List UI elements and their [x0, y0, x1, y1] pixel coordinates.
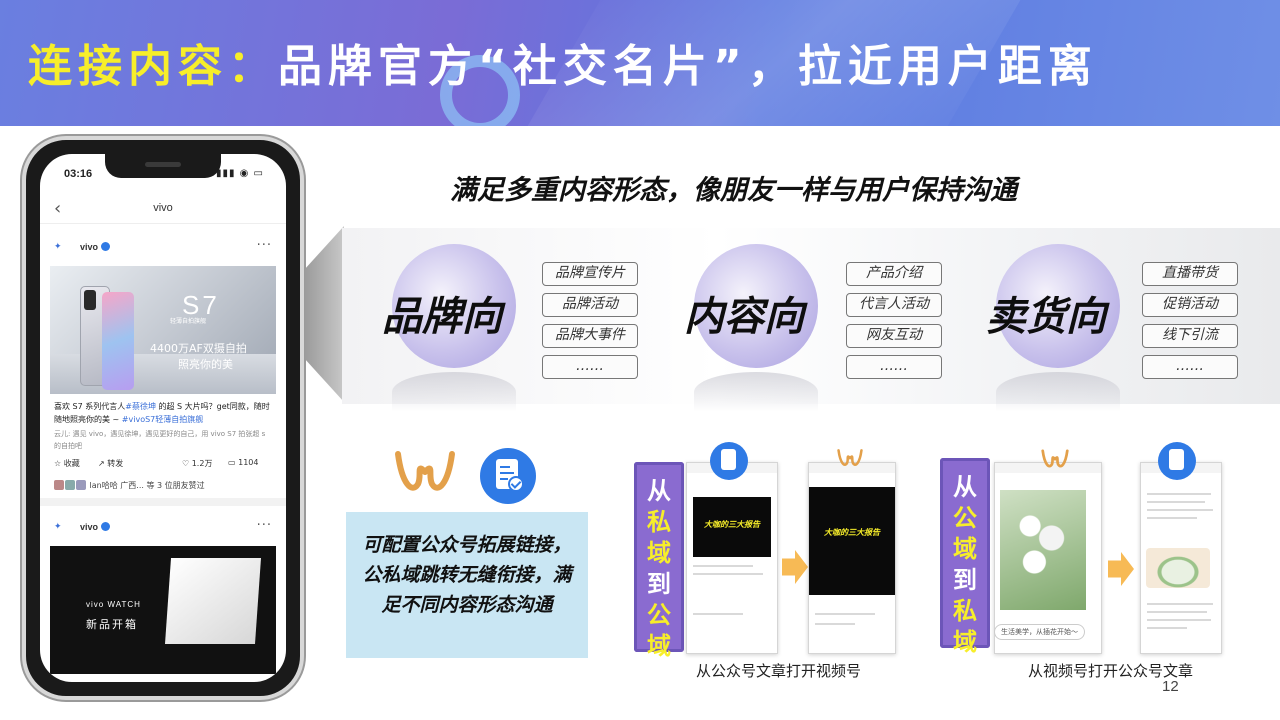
home-indicator[interactable] — [118, 670, 208, 674]
signal-icon: ▮▮▮ ◉ ▭ — [215, 168, 264, 179]
feed-divider — [40, 498, 286, 506]
more-icon[interactable]: ··· — [256, 238, 272, 253]
tag-item: 品牌大事件 — [542, 324, 638, 348]
section-subtitle: 满足多重内容形态，像朋友一样与用户保持沟通 — [450, 175, 1017, 206]
tag-item: …… — [846, 355, 942, 379]
post-header: ✦ vivo ··· — [40, 234, 286, 262]
tag-item: 品牌宣传片 — [542, 262, 638, 286]
banner-line1: 4400万AF双摄自拍 — [150, 342, 247, 355]
callout-connector — [304, 226, 344, 402]
food-image — [1146, 548, 1210, 588]
banner-title: 新品开箱 — [86, 618, 138, 631]
header-banner: 连接内容：品牌官方“社交名片”，拉近用户距离 — [0, 0, 1280, 126]
tag-item: 品牌活动 — [542, 293, 638, 317]
tag-item: 代言人活动 — [846, 293, 942, 317]
post-author[interactable]: vivo — [80, 242, 111, 252]
category-tags: 产品介绍 代言人活动 网友互动 …… — [846, 262, 942, 386]
phone-product-image — [102, 292, 134, 390]
article-link-pill[interactable]: 生活美学，从插花开始～ — [994, 624, 1085, 640]
avatar — [65, 480, 75, 490]
wechat-channels-icon — [395, 451, 455, 491]
nav-title: vivo — [153, 202, 173, 214]
liked-by[interactable]: lan哈哈 广西... 等 3 位朋友赞过 — [54, 480, 205, 491]
official-account-icon — [710, 442, 748, 480]
page-title: 连接内容：品牌官方“社交名片”，拉近用户距离 — [28, 30, 1098, 94]
page-number: 12 — [1162, 678, 1179, 695]
banner-sub: 轻薄自拍旗舰 — [170, 318, 207, 325]
post-author[interactable]: vivo — [80, 522, 111, 532]
banner-line2: 照亮你的美 — [178, 358, 233, 371]
flow-caption: 从视频号打开公众号文章 — [1028, 662, 1194, 680]
flow-caption: 从公众号文章打开视频号 — [696, 662, 862, 680]
official-account-icon — [1158, 442, 1196, 480]
hashtag-link[interactable]: #vivoS7轻薄自拍旗舰 — [121, 415, 204, 424]
flow-label-private-to-public: 从 私 域 到 公 域 — [634, 462, 684, 660]
flow-label-public-to-private: 从 公 域 到 私 域 — [940, 458, 990, 656]
product-box-image — [164, 558, 262, 644]
status-time: 03:16 — [64, 168, 93, 180]
category-tags: 品牌宣传片 品牌活动 品牌大事件 …… — [542, 262, 638, 386]
banner-brand: vivo WATCH — [86, 600, 141, 609]
status-bar: 03:16 ▮▮▮ ◉ ▭ — [40, 154, 286, 188]
category-label: 卖货向 — [986, 294, 1106, 340]
tag-item: …… — [1142, 355, 1238, 379]
verified-icon — [101, 242, 111, 251]
phone-notch — [105, 154, 221, 178]
category-circle — [694, 244, 818, 368]
content-type-panel: 品牌向 品牌宣传片 品牌活动 品牌大事件 …… 内容向 产品介绍 代言人活动 网… — [342, 228, 1280, 412]
category-label: 内容向 — [684, 294, 804, 340]
post-video-banner[interactable]: S7 轻薄自拍旗舰 4400万AF双摄自拍 照亮你的美 — [50, 266, 276, 394]
save-button[interactable]: ☆ 收藏 — [54, 459, 80, 468]
more-icon[interactable]: ··· — [256, 518, 272, 533]
verified-icon — [101, 522, 111, 531]
share-button[interactable]: ↗ 转发 — [98, 459, 124, 468]
tag-item: 促销活动 — [1142, 293, 1238, 317]
flower-image — [1000, 490, 1086, 610]
info-box: 可配置公众号拓展链接，公私域跳转无缝衔接，满足不同内容形态沟通 — [346, 512, 588, 658]
post-header: ✦ vivo ··· — [40, 514, 286, 542]
title-rest: 品牌官方“社交名片”，拉近用户距离 — [278, 41, 1098, 92]
official-account-icon — [480, 448, 536, 504]
vivo-logo-icon: ✦ — [54, 522, 62, 532]
tag-item: …… — [542, 355, 638, 379]
phone-mockup: 03:16 ▮▮▮ ◉ ▭ ‹ vivo ✦ vivo ··· S7 轻薄自拍旗… — [22, 136, 304, 700]
banner-model: S7 — [182, 290, 220, 320]
category-circle — [392, 244, 516, 368]
article-screenshot[interactable]: 大咖的三大报告 — [686, 462, 778, 654]
hashtag-link[interactable]: #蔡徐坤 — [125, 402, 156, 411]
tag-item: 线下引流 — [1142, 324, 1238, 348]
category-circle — [996, 244, 1120, 368]
category-label: 品牌向 — [382, 294, 502, 340]
post-comment-preview: 云儿: 遇见 vivo，遇见徐坤，遇见更好的自己，用 vivo S7 拍张超 s… — [54, 430, 266, 450]
info-text: 可配置公众号拓展链接，公私域跳转无缝衔接，满足不同内容形态沟通 — [362, 534, 572, 616]
channels-screenshot[interactable]: 大咖的三大报告 — [808, 462, 896, 654]
category-tags: 直播带货 促销活动 线下引流 …… — [1142, 262, 1238, 386]
arrow-right-icon — [1108, 552, 1134, 586]
post-video-banner[interactable]: vivo WATCH 新品开箱 — [50, 546, 276, 674]
title-highlight: 连接内容： — [28, 41, 278, 92]
tag-item: 产品介绍 — [846, 262, 942, 286]
post-caption: 喜欢 S7 系列代言人#蔡徐坤 的超 S 大片吗？get同款，随时随地照亮你的美… — [54, 402, 270, 424]
arrow-right-icon — [782, 550, 808, 584]
avatar — [54, 480, 64, 490]
nav-bar: ‹ vivo — [40, 194, 286, 224]
comment-button[interactable]: ▭ 1104 — [228, 458, 259, 467]
avatar — [76, 480, 86, 490]
tag-item: 网友互动 — [846, 324, 942, 348]
wechat-channels-icon — [1041, 449, 1069, 468]
phone-screen: 03:16 ▮▮▮ ◉ ▭ ‹ vivo ✦ vivo ··· S7 轻薄自拍旗… — [40, 154, 286, 682]
vivo-logo-icon: ✦ — [54, 242, 62, 252]
like-button[interactable]: ♡ 1.2万 — [182, 459, 213, 468]
back-icon[interactable]: ‹ — [54, 198, 62, 219]
tag-item: 直播带货 — [1142, 262, 1238, 286]
wechat-channels-icon — [837, 449, 863, 466]
